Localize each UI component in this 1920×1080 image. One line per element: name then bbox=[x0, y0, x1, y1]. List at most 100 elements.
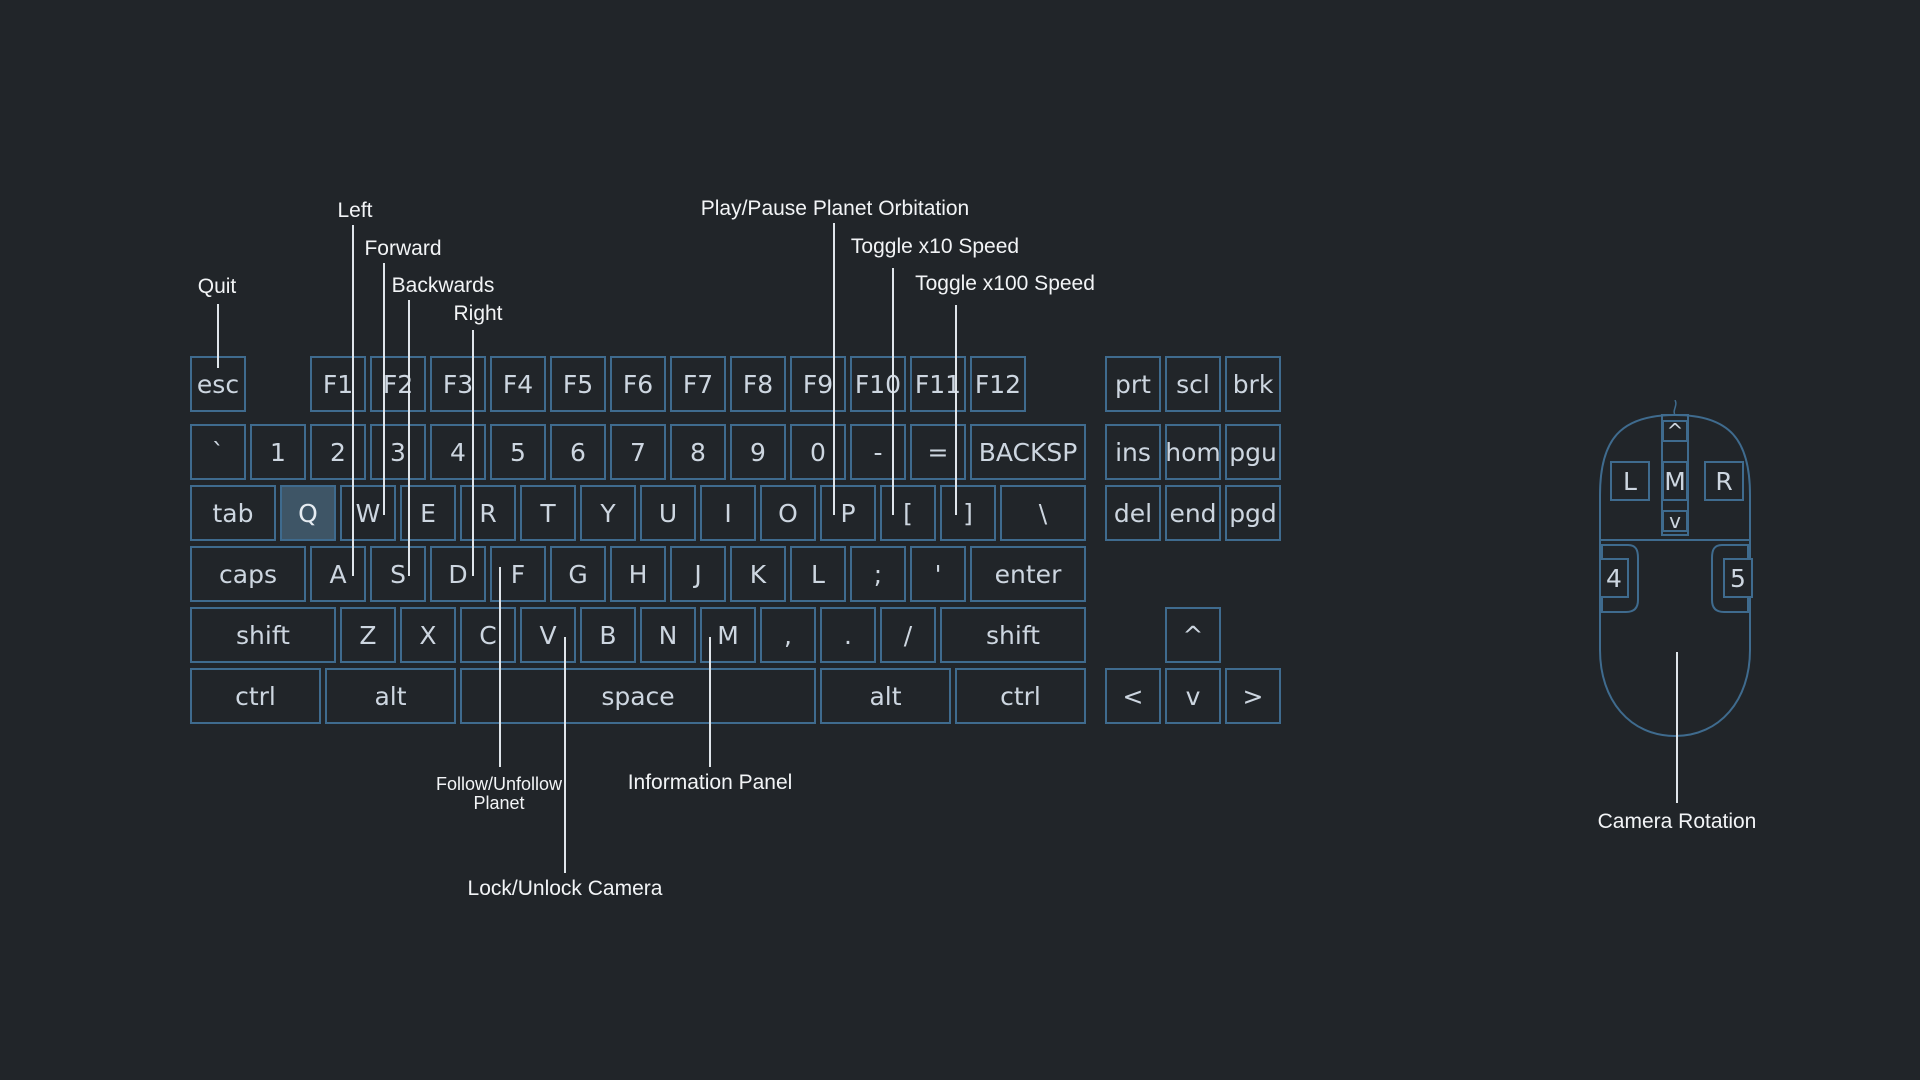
key-lbracket[interactable]: [ bbox=[880, 485, 936, 541]
follow-planet-label-line: Planet bbox=[473, 792, 525, 813]
key-backsp[interactable]: BACKSP bbox=[970, 424, 1086, 480]
key-alt-1[interactable]: alt bbox=[325, 668, 456, 724]
key-r[interactable]: R bbox=[460, 485, 516, 541]
key-f1[interactable]: F1 bbox=[310, 356, 366, 412]
key-e[interactable]: E bbox=[400, 485, 456, 541]
key-f3[interactable]: F3 bbox=[430, 356, 486, 412]
key-f4[interactable]: F4 bbox=[490, 356, 546, 412]
key-m-7[interactable]: M bbox=[700, 607, 756, 663]
key-h[interactable]: H bbox=[610, 546, 666, 602]
key-a[interactable]: A bbox=[310, 546, 366, 602]
key-pgu[interactable]: pgu bbox=[1225, 424, 1281, 480]
key-x-2[interactable]: X bbox=[400, 607, 456, 663]
key-0[interactable]: 0 bbox=[790, 424, 846, 480]
toggle-x100-label: Toggle x100 Speed bbox=[915, 272, 1095, 295]
key-space-2[interactable]: space bbox=[460, 668, 816, 724]
key-o[interactable]: O bbox=[760, 485, 816, 541]
key-slash-10[interactable]: / bbox=[880, 607, 936, 663]
key-b-5[interactable]: B bbox=[580, 607, 636, 663]
key-shift-0[interactable]: shift bbox=[190, 607, 336, 663]
key-f10[interactable]: F10 bbox=[850, 356, 906, 412]
key-arrow-right[interactable]: > bbox=[1225, 668, 1281, 724]
key-i[interactable]: I bbox=[700, 485, 756, 541]
key-v-4[interactable]: V bbox=[520, 607, 576, 663]
key-z-1[interactable]: Z bbox=[340, 607, 396, 663]
mouse-side-button-5[interactable]: 5 bbox=[1723, 558, 1753, 598]
key-9[interactable]: 9 bbox=[730, 424, 786, 480]
key-ctrl-0[interactable]: ctrl bbox=[190, 668, 321, 724]
key-6[interactable]: 6 bbox=[550, 424, 606, 480]
key-g[interactable]: G bbox=[550, 546, 606, 602]
mouse-left-button[interactable]: L bbox=[1610, 461, 1650, 501]
key-end[interactable]: end bbox=[1165, 485, 1221, 541]
mouse-side-button-4[interactable]: 4 bbox=[1599, 558, 1629, 598]
key-minus[interactable]: - bbox=[850, 424, 906, 480]
right-leader-line bbox=[472, 330, 474, 576]
key-quote[interactable]: ' bbox=[910, 546, 966, 602]
key-del[interactable]: del bbox=[1105, 485, 1161, 541]
key-l[interactable]: L bbox=[790, 546, 846, 602]
key-f6[interactable]: F6 bbox=[610, 356, 666, 412]
quit-leader-line bbox=[217, 304, 219, 368]
key-u[interactable]: U bbox=[640, 485, 696, 541]
key-comma-8[interactable]: , bbox=[760, 607, 816, 663]
mouse-wheel-down[interactable]: v bbox=[1662, 509, 1688, 533]
left-label: Left bbox=[337, 199, 373, 222]
key-f5[interactable]: F5 bbox=[550, 356, 606, 412]
key-caps[interactable]: caps bbox=[190, 546, 306, 602]
key-t[interactable]: T bbox=[520, 485, 576, 541]
play-pause-leader-line bbox=[833, 223, 835, 515]
key-f12[interactable]: F12 bbox=[970, 356, 1026, 412]
key-5[interactable]: 5 bbox=[490, 424, 546, 480]
right-label: Right bbox=[453, 302, 503, 325]
key-d[interactable]: D bbox=[430, 546, 486, 602]
follow-planet-label-line: Follow/Unfollow bbox=[435, 774, 563, 794]
key-ctrl-4[interactable]: ctrl bbox=[955, 668, 1086, 724]
key-7[interactable]: 7 bbox=[610, 424, 666, 480]
key-2[interactable]: 2 bbox=[310, 424, 366, 480]
key-1[interactable]: 1 bbox=[250, 424, 306, 480]
key-prt[interactable]: prt bbox=[1105, 356, 1161, 412]
key-pgd[interactable]: pgd bbox=[1225, 485, 1281, 541]
info-panel-label: Information Panel bbox=[627, 771, 793, 794]
key-q[interactable]: Q bbox=[280, 485, 336, 541]
key-scl[interactable]: scl bbox=[1165, 356, 1221, 412]
play-pause-label: Play/Pause Planet Orbitation bbox=[700, 197, 970, 220]
key-arrow-up[interactable]: ^ bbox=[1165, 607, 1221, 663]
key-backslash[interactable]: \ bbox=[1000, 485, 1086, 541]
backwards-leader-line bbox=[408, 300, 410, 576]
key-arrow-down[interactable]: v bbox=[1165, 668, 1221, 724]
lock-camera-leader-line bbox=[564, 637, 566, 873]
key-arrow-left[interactable]: < bbox=[1105, 668, 1161, 724]
key-4[interactable]: 4 bbox=[430, 424, 486, 480]
key-8[interactable]: 8 bbox=[670, 424, 726, 480]
key-brk[interactable]: brk bbox=[1225, 356, 1281, 412]
key-c-3[interactable]: C bbox=[460, 607, 516, 663]
key-backtick[interactable]: ` bbox=[190, 424, 246, 480]
key-f9[interactable]: F9 bbox=[790, 356, 846, 412]
key-s[interactable]: S bbox=[370, 546, 426, 602]
key-f8[interactable]: F8 bbox=[730, 356, 786, 412]
mouse-middle-button[interactable]: M bbox=[1662, 461, 1688, 501]
key-3[interactable]: 3 bbox=[370, 424, 426, 480]
key-n-6[interactable]: N bbox=[640, 607, 696, 663]
key-ins[interactable]: ins bbox=[1105, 424, 1161, 480]
mouse-wheel-up[interactable]: ^ bbox=[1662, 419, 1688, 443]
backwards-label: Backwards bbox=[391, 274, 495, 297]
key-hom[interactable]: hom bbox=[1165, 424, 1221, 480]
key-period-9[interactable]: . bbox=[820, 607, 876, 663]
key-rbracket[interactable]: ] bbox=[940, 485, 996, 541]
key-j[interactable]: J bbox=[670, 546, 726, 602]
mouse-right-button[interactable]: R bbox=[1704, 461, 1744, 501]
key-w[interactable]: W bbox=[340, 485, 396, 541]
key-alt-3[interactable]: alt bbox=[820, 668, 951, 724]
key-semicolon[interactable]: ; bbox=[850, 546, 906, 602]
key-shift-11[interactable]: shift bbox=[940, 607, 1086, 663]
key-tab[interactable]: tab bbox=[190, 485, 276, 541]
key-f7[interactable]: F7 bbox=[670, 356, 726, 412]
key-y[interactable]: Y bbox=[580, 485, 636, 541]
key-p[interactable]: P bbox=[820, 485, 876, 541]
key-k[interactable]: K bbox=[730, 546, 786, 602]
key-enter[interactable]: enter bbox=[970, 546, 1086, 602]
